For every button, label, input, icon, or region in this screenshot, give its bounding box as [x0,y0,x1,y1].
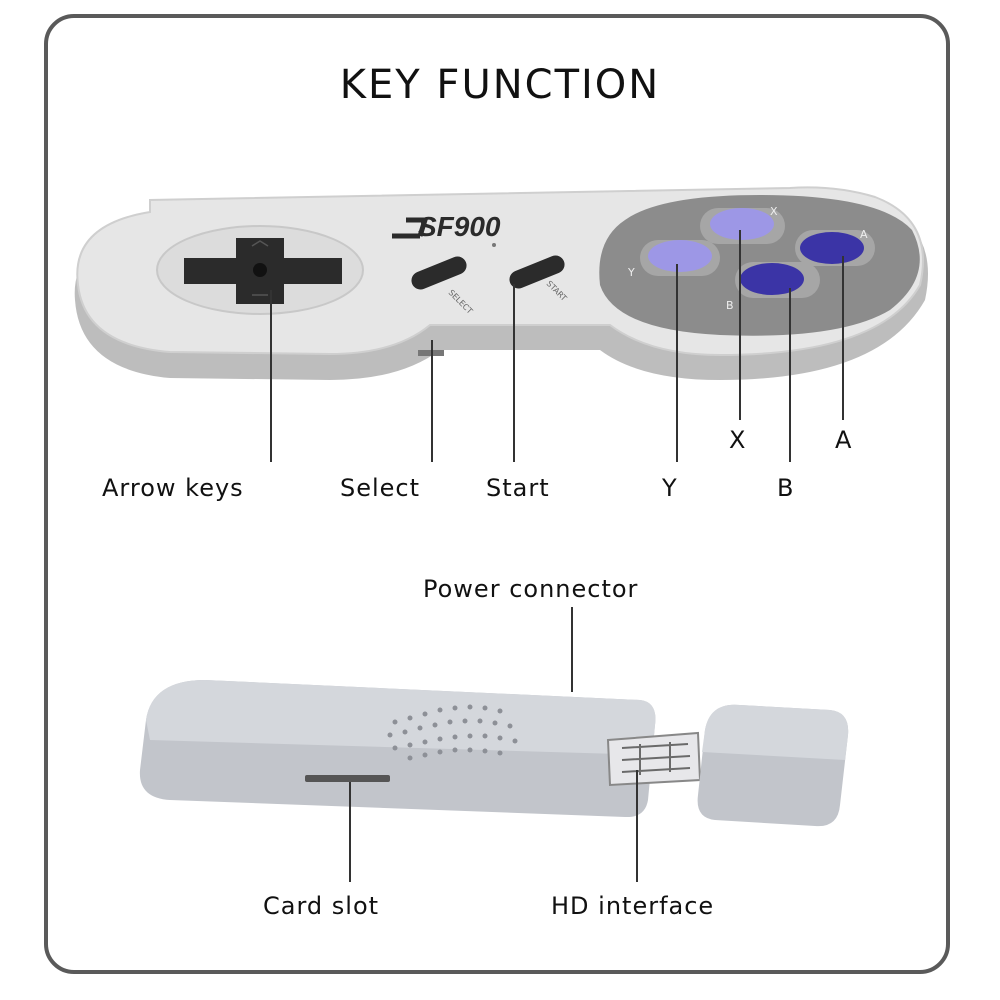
x-mark: X [770,205,778,218]
brand-logo-text: SF900 [418,211,501,242]
select-button[interactable] [409,254,470,292]
game-stick-illustration [139,680,849,827]
label-y: Y [662,474,678,502]
b-mark: B [726,299,734,312]
label-start: Start [486,474,550,502]
label-select: Select [340,474,421,502]
label-card-slot: Card slot [263,892,380,920]
controller-leader-lines [270,230,844,462]
label-a: A [835,426,853,454]
b-button[interactable] [740,263,804,295]
speaker-grille [387,704,518,761]
label-x: X [729,426,747,454]
label-arrow-keys: Arrow keys [102,474,244,502]
stick-leader-lines [349,607,638,882]
page-title: KEY FUNCTION [339,62,661,108]
x-button[interactable] [710,208,774,240]
y-button[interactable] [648,240,712,272]
brand-logo: SF900 [392,211,501,242]
label-hd-interface: HD interface [551,892,715,920]
label-power-connector: Power connector [423,575,639,603]
gamepad-illustration: SF900 SELECT START X Y A B [74,186,929,380]
card-slot [305,775,390,782]
start-button[interactable] [507,253,568,291]
a-button[interactable] [800,232,864,264]
y-mark: Y [627,266,635,279]
a-mark: A [860,228,868,241]
label-b: B [777,474,795,502]
